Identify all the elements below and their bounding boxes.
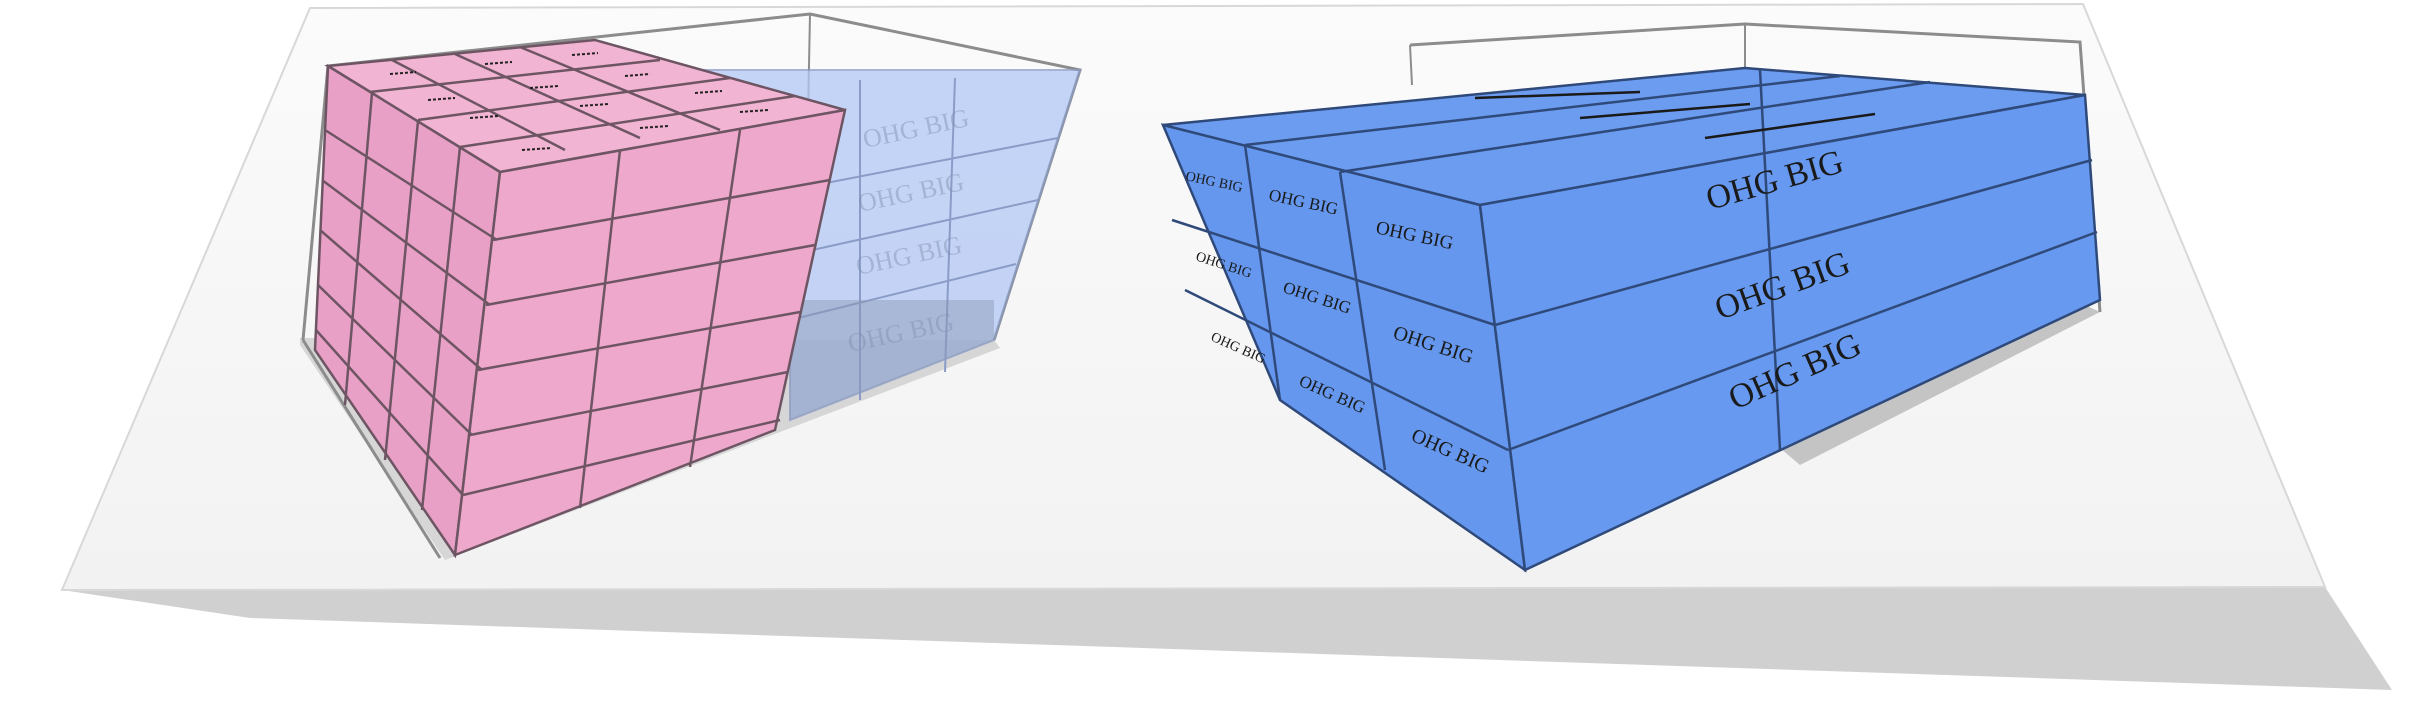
left-container-floor-edge [301,339,442,559]
left-container-left-post [301,65,330,341]
right-container: OHG BIG OHG BIG OHG BIG OHG BIG OHG BIG … [1160,22,2102,573]
left-container: OHG BIG OHG BIG OHG BIG OHG BIG [300,12,1082,560]
right-container-floor [1780,305,2100,465]
floor-shadow [62,587,2392,690]
pink-stack-front [453,108,847,557]
right-blue-stack [1160,66,2102,573]
left-pink-stack [313,38,847,559]
